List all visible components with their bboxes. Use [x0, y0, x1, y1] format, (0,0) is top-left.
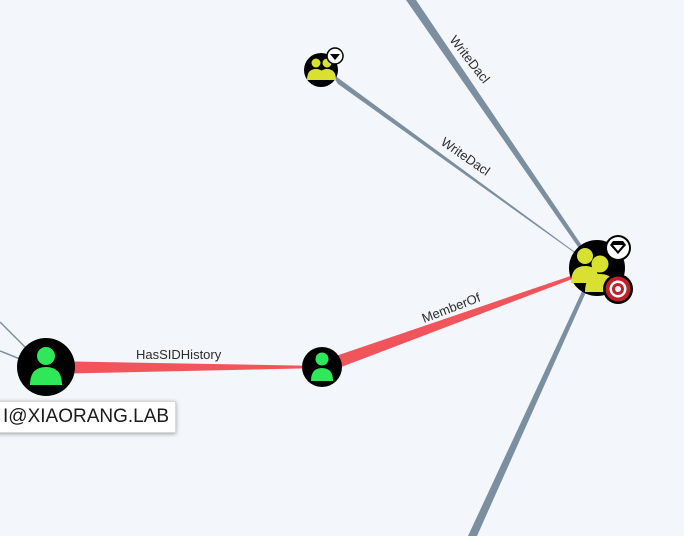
user-node-main[interactable]: [17, 338, 75, 396]
edge-writedacl-top[interactable]: [406, 0, 593, 264]
diamond-badge-icon: [326, 47, 344, 65]
edge-hassidhistory[interactable]: [46, 361, 322, 374]
edges: [0, 0, 596, 536]
edge-memberof[interactable]: [324, 268, 596, 372]
group-icon: [307, 58, 336, 80]
user-node-label: I@XIAORANG.LAB: [0, 401, 177, 433]
edge-label-hassidhistory: HasSIDHistory: [136, 347, 222, 362]
target-badge-icon: [603, 274, 633, 304]
edge-bottom-gray[interactable]: [468, 270, 595, 536]
user-icon: [30, 347, 62, 385]
diamond-badge-icon: [605, 235, 631, 261]
group-node-top[interactable]: [304, 47, 344, 87]
user-icon: [311, 352, 333, 381]
group-node-target[interactable]: [569, 235, 633, 304]
edge-writedacl-group[interactable]: [330, 72, 593, 266]
user-node-middle[interactable]: [302, 347, 342, 387]
